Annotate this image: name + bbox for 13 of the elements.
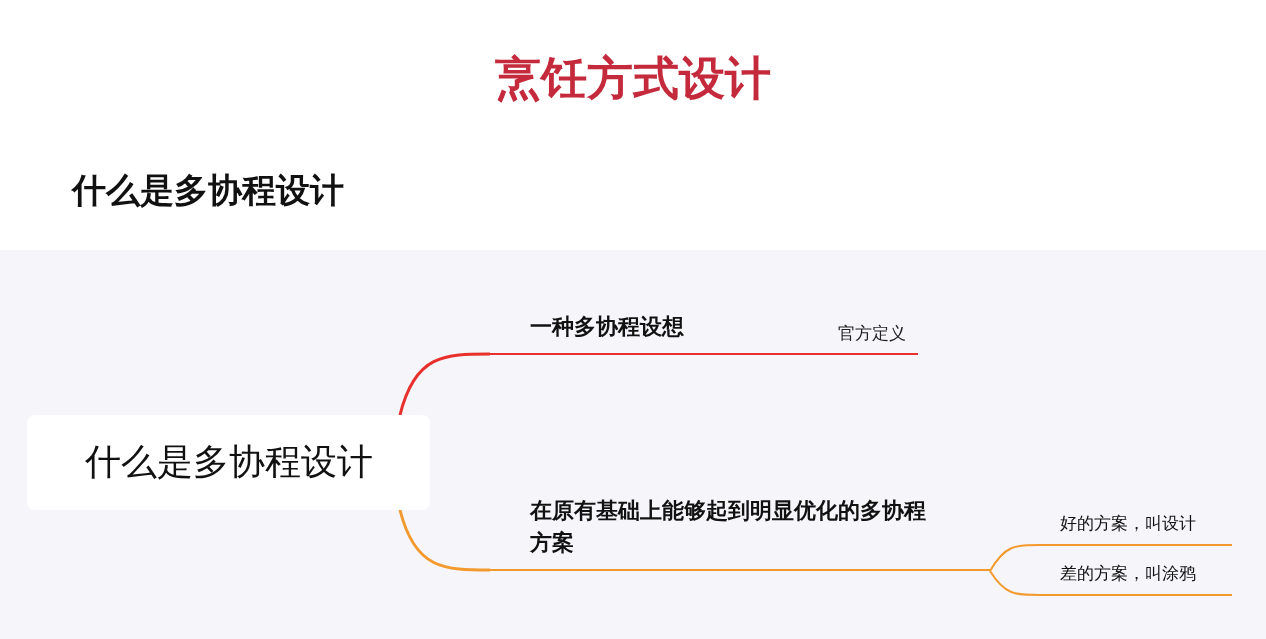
branch-connector [989, 570, 1041, 596]
topic-text: 一种多协程设想 [530, 313, 684, 342]
title: 烹饪方式设计 [495, 51, 771, 105]
note-text: 官方定义 [838, 322, 906, 345]
topic-text: 好的方案，叫设计 [1060, 512, 1196, 536]
topic-text: 在原有基础上能够起到明显优化的多协程方案 [530, 497, 927, 558]
topic-text: 什么是多协程设计 [84, 440, 373, 484]
branch-connector [398, 509, 490, 572]
branch-connector [989, 544, 1041, 572]
branch-connector [398, 352, 490, 416]
topic-box [27, 415, 430, 510]
topic-text: 差的方案，叫涂鸦 [1060, 562, 1196, 586]
section-heading: 什么是多协程设计 [72, 169, 344, 212]
